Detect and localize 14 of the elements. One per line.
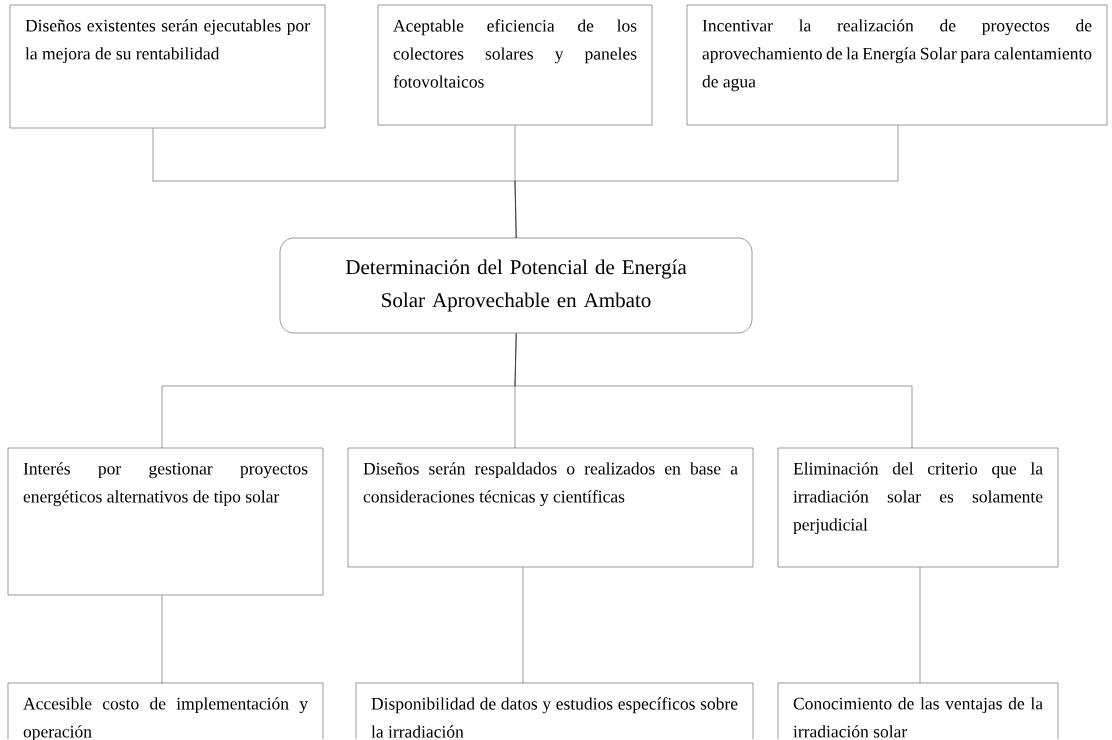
connector-line: [514, 333, 913, 449]
text-box: Incentivar la realización de proyectos de aprovechamiento de la Energía Solar para calentamiento de agua: [686, 4, 1108, 126]
connector-line: [514, 125, 899, 239]
title-box: Determinación del Potencial de Energía Solar Aprovechable en Ambato: [279, 237, 753, 334]
text-box: Diseños existentes serán ejecutables por la mejora de su rentabilidad: [9, 4, 326, 129]
text-box: Conocimiento de las ventajas de la irradiación solar: [777, 682, 1059, 740]
text-box: Eliminación del criterio que la irradiación solar es solamente perjudicial: [777, 447, 1059, 568]
text-box: Disponibilidad de datos y estudios específicos sobre la irradiación: [355, 682, 754, 740]
connector-line: [522, 567, 524, 684]
text-box: Diseños serán respaldados o realizados en base a consideraciones técnicas y científicas: [347, 447, 754, 568]
connector-line: [919, 567, 921, 684]
connector-line: [161, 595, 163, 684]
text-box: Aceptable eficiencia de los colectores solares y paneles fotovoltaicos: [377, 4, 653, 126]
text-box: Interés por gestionar proyectos energéticos alternativos de tipo solar: [7, 447, 324, 596]
